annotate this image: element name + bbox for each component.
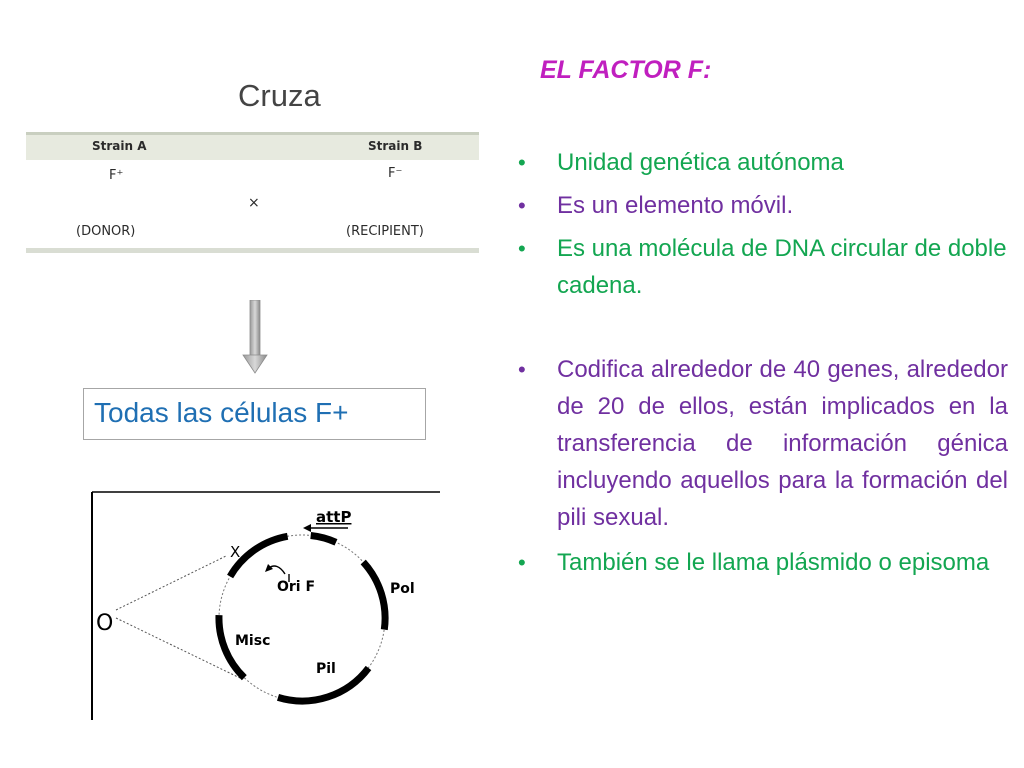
bullet-item: • Es una molécula de DNA circular de dob… [516,230,1008,304]
x-label: X [230,543,240,561]
result-text: Todas las células F+ [94,397,349,428]
donor-label: (DONOR) [76,224,136,239]
bullet-item: • Codifica alrededor de 40 genes, alrede… [516,351,1008,536]
strain-b-header: Strain B [368,139,423,153]
bullet-item: • Unidad genética autónoma [516,144,1008,181]
down-arrow-icon [242,300,268,374]
result-box: Todas las células F+ [83,388,426,440]
bullet-icon: • [518,150,526,175]
cruza-title: Cruza [238,78,321,113]
f-plasmid-diagram: O X attP Ori F Pol Misc Pil [91,491,440,720]
pil-label: Pil [316,661,336,677]
table-header-band [26,132,479,160]
projection-line-bottom [115,617,241,679]
bullet-text: Codifica alrededor de 40 genes, alrededo… [557,356,1008,531]
bullet-text: También se le llama plásmido o episoma [557,549,990,576]
ori-arrowhead-icon [265,564,273,572]
projection-line-top [115,555,227,611]
strain-a-value: F⁺ [109,168,124,183]
bullet-icon: • [518,236,526,261]
bullet-text: Unidad genética autónoma [557,149,844,176]
strain-b-value: F⁻ [388,166,403,181]
region-attp-arc [310,532,338,546]
region-misc-arc [215,614,247,681]
bullet-text: Es un elemento móvil. [557,192,794,219]
recipient-label: (RECIPIENT) [346,224,424,239]
bullet-icon: • [518,193,526,218]
bullet-item: • También se le llama plásmido o episoma [516,544,1008,581]
region-x-arc [227,532,289,579]
bullet-list: • Unidad genética autónoma • Es un eleme… [516,144,1008,581]
misc-label: Misc [235,633,270,649]
cross-symbol: × [248,195,260,211]
strain-a-header: Strain A [92,139,147,153]
region-pol-arc [360,559,389,631]
ori-arrow-icon [268,565,286,575]
attp-arrowhead-icon [303,524,311,532]
ori-f-label: Ori F [277,579,315,595]
table-bottom-rule [26,248,479,253]
pol-label: Pol [390,581,415,597]
bullet-item: • Es un elemento móvil. [516,187,1008,224]
attp-label: attP [316,508,351,526]
bullet-text: Es una molécula de DNA circular de doble… [557,235,1007,299]
cross-table: Strain A Strain B F⁺ F⁻ × (DONOR) (RECIP… [26,132,479,253]
bullet-icon: • [518,550,526,575]
factor-title: EL FACTOR F: [540,56,712,84]
region-pil-arc [276,665,372,705]
origin-label: O [96,611,113,636]
bullet-icon: • [518,357,526,382]
